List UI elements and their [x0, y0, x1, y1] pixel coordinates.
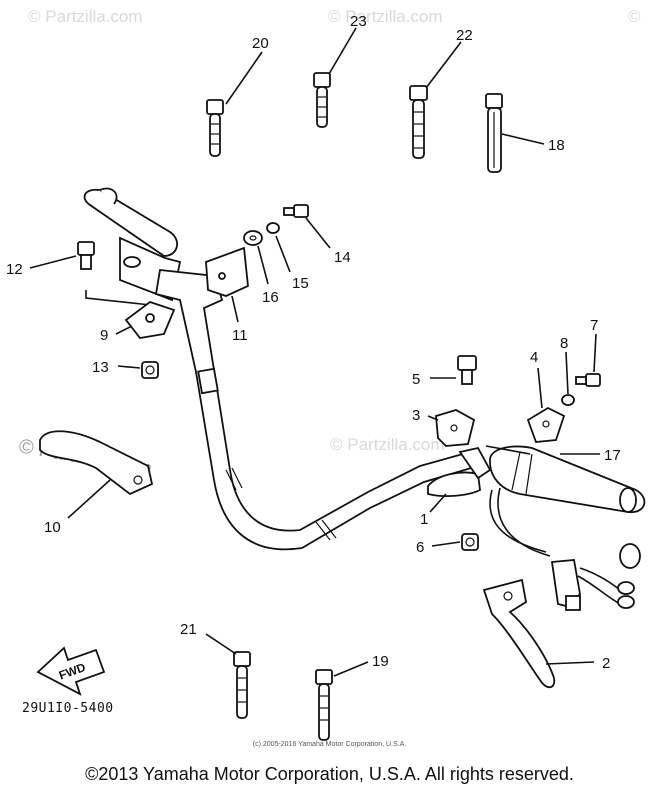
- callout-11: 11: [232, 327, 248, 344]
- brake-bracket-1: [427, 446, 492, 497]
- callout-8: 8: [560, 335, 568, 352]
- watermark-top-right: ©: [628, 7, 641, 26]
- callout-17: 17: [604, 447, 621, 464]
- bolt-5: [457, 355, 477, 385]
- watermark-top-center: © Partzilla.com: [328, 7, 443, 26]
- watermark-middle-center: © Partzilla.com: [330, 435, 445, 454]
- nut-13: [141, 361, 159, 379]
- nut-6: [461, 533, 479, 551]
- washer-8: [561, 394, 575, 406]
- callout-23: 23: [350, 13, 367, 30]
- switch-wiring: [489, 487, 641, 611]
- clutch-bracket-11: [205, 246, 249, 297]
- cable-tie-18: [485, 93, 503, 173]
- master-cylinder-holder-3: [435, 409, 476, 447]
- callout-21: 21: [180, 621, 197, 638]
- callout-3: 3: [412, 407, 420, 424]
- diagram-code: 29U1I0-5400: [22, 701, 114, 716]
- washer-15: [266, 222, 280, 234]
- callout-14: 14: [334, 249, 351, 266]
- callout-22: 22: [456, 27, 473, 44]
- handlebar: [154, 269, 480, 551]
- callout-16: 16: [262, 289, 279, 306]
- callout-9: 9: [100, 327, 108, 344]
- callout-7: 7: [590, 317, 598, 334]
- cable-tie-22: [409, 85, 428, 159]
- callout-19: 19: [372, 653, 389, 670]
- clamp-4: [526, 406, 566, 443]
- copyright-footer: ©2013 Yamaha Motor Corporation, U.S.A. A…: [85, 764, 574, 784]
- washer-16: [243, 230, 263, 246]
- callout-4: 4: [530, 349, 538, 366]
- forward-arrow-icon: FWD: [36, 646, 106, 696]
- cable-tie-19: [315, 669, 333, 741]
- callout-5: 5: [412, 371, 420, 388]
- cable-tie-23: [313, 72, 331, 128]
- watermark-top-left: © Partzilla.com: [28, 7, 143, 26]
- screw-14: [283, 204, 309, 218]
- cable-tie-20: [206, 99, 224, 157]
- callout-15: 15: [292, 275, 309, 292]
- callout-1: 1: [420, 511, 428, 528]
- cable-tie-21: [233, 651, 251, 719]
- callout-18: 18: [548, 137, 565, 154]
- callout-2: 2: [602, 655, 610, 672]
- callout-6: 6: [416, 539, 424, 556]
- fine-print-copyright: (c) 2005-2016 Yamaha Motor Corporation, …: [252, 741, 407, 748]
- callout-12: 12: [6, 261, 23, 278]
- callout-20: 20: [252, 35, 269, 52]
- clutch-lever-10: [39, 430, 154, 496]
- lever-holder-9: [124, 300, 176, 339]
- bolt-12: [77, 241, 95, 270]
- callout-10: 10: [44, 519, 61, 536]
- callout-13: 13: [92, 359, 109, 376]
- brake-lever-2: [482, 578, 556, 689]
- throttle-grip-17: [489, 445, 646, 513]
- screw-7: [575, 373, 601, 387]
